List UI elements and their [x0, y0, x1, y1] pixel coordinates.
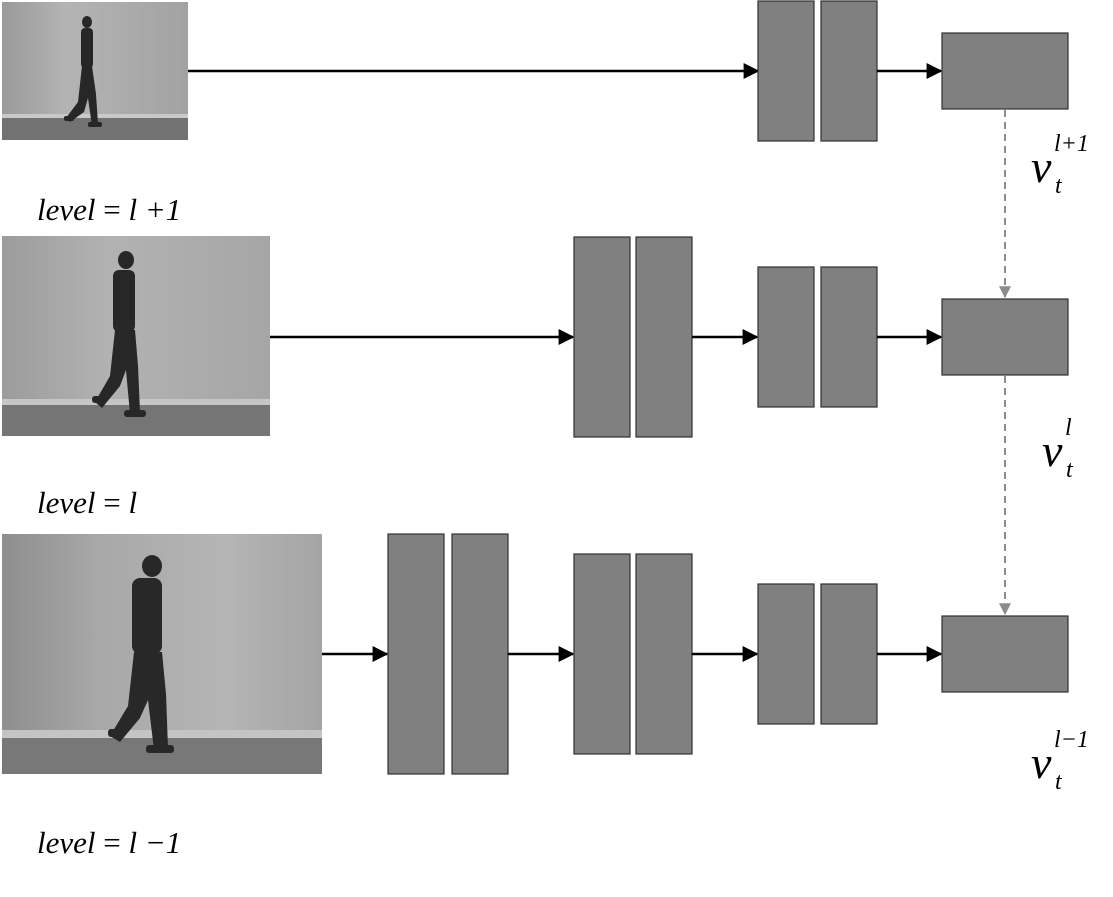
multi-scale-network-diagram: level = l +1 level = l level = l −1 v l+… [2, 0, 1089, 860]
conv-layer-block [820, 583, 878, 725]
equals-sign: = [95, 192, 129, 227]
conv-layer-block [757, 583, 815, 725]
level-expression: l [128, 485, 138, 520]
level-expression: l +1 [128, 192, 182, 227]
walking-person-image [2, 236, 270, 436]
conv-layer-block [757, 266, 815, 408]
pipeline-level-upper [188, 0, 1069, 142]
vector-subscript: t [1066, 457, 1073, 483]
vector-subscript: t [1055, 173, 1062, 199]
vector-superscript: l+1 [1054, 131, 1089, 157]
conv-layer-block [387, 533, 445, 775]
level-label-middle: level = l [6, 449, 137, 557]
level-variable: level [37, 485, 96, 520]
vector-symbol: v [1042, 425, 1063, 476]
conv-layer-block [573, 553, 631, 755]
conv-layer-block [573, 236, 631, 438]
input-frame-level-lower [2, 534, 322, 774]
pipeline-level-middle [270, 236, 1069, 438]
conv-layer-block [757, 0, 815, 142]
level-variable: level [37, 825, 96, 860]
vector-superscript: l [1065, 415, 1072, 441]
pipeline-level-lower [322, 533, 1069, 775]
level-label-lower: level = l −1 [6, 789, 181, 897]
input-frame-level-upper [2, 2, 188, 140]
conv-layer-block [820, 266, 878, 408]
conv-layer-block [820, 0, 878, 142]
feature-vector-block [941, 32, 1069, 110]
level-label-upper: level = l +1 [6, 156, 181, 264]
vector-symbol: v [1031, 141, 1052, 192]
level-expression: l −1 [128, 825, 182, 860]
equals-sign: = [95, 485, 129, 520]
walking-person-image [2, 2, 188, 140]
network-graph [188, 0, 1069, 775]
conv-layer-block [635, 553, 693, 755]
equals-sign: = [95, 825, 129, 860]
conv-layer-block [451, 533, 509, 775]
feature-vector-block [941, 615, 1069, 693]
conv-layer-block [635, 236, 693, 438]
level-variable: level [37, 192, 96, 227]
vector-subscript: t [1055, 769, 1062, 795]
vector-superscript: l−1 [1054, 727, 1089, 753]
input-frame-level-middle [2, 236, 270, 436]
vector-symbol: v [1031, 737, 1052, 788]
walking-person-image [2, 534, 322, 774]
feature-vector-block [941, 298, 1069, 376]
